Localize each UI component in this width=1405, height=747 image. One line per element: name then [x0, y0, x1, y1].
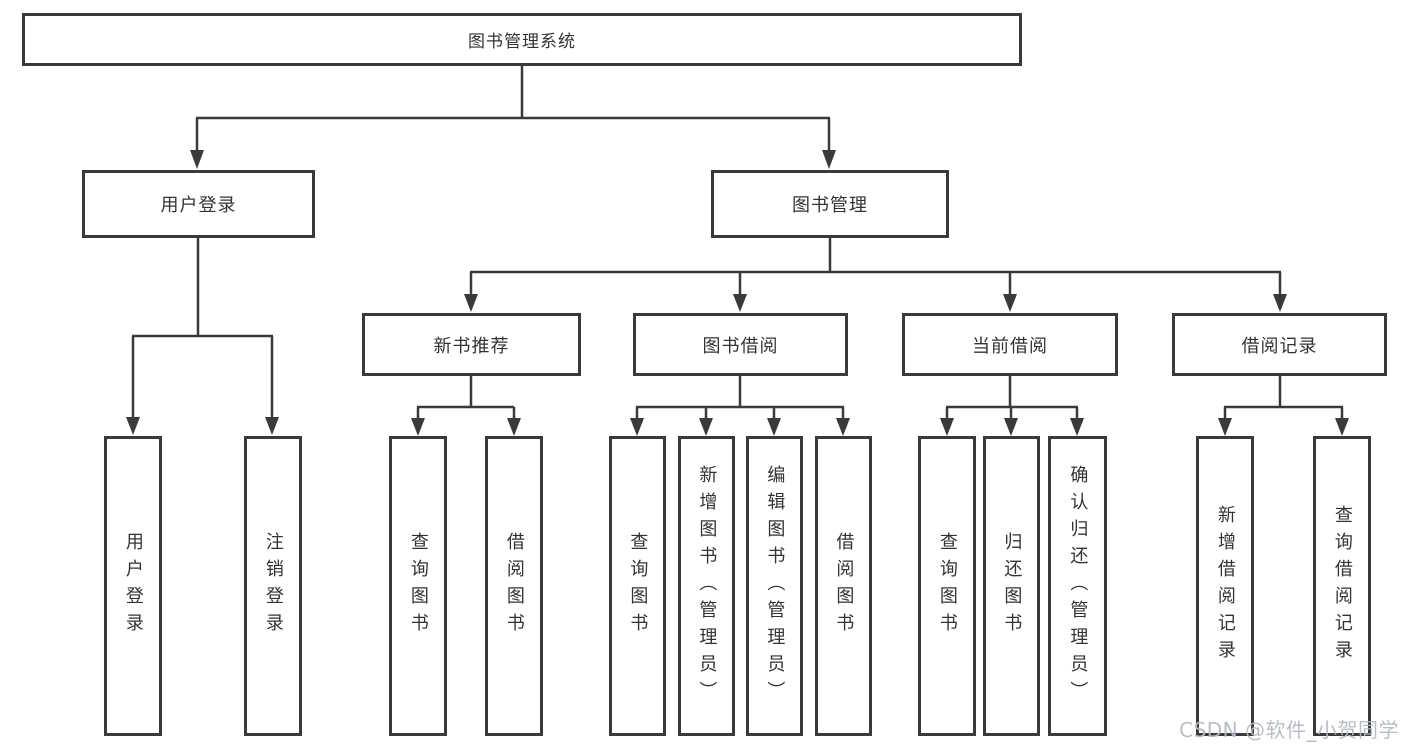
leaf-label: 新增图书（管理员） — [696, 464, 718, 708]
node-current-borrow: 当前借阅 — [902, 313, 1118, 376]
leaf-recommend-borrow-books: 借阅图书 — [485, 436, 543, 736]
leaf-label: 新增借阅记录 — [1214, 505, 1236, 667]
leaf-label: 查询借阅记录 — [1331, 505, 1353, 667]
node-book-borrow: 图书借阅 — [633, 313, 848, 376]
leaf-return-books: 归还图书 — [983, 436, 1040, 736]
connector-book-borrow-group — [630, 376, 850, 436]
leaf-label: 编辑图书（管理员） — [764, 464, 786, 708]
leaf-confirm-return-admin: 确认归还（管理员） — [1048, 436, 1107, 736]
node-user-login: 用户登录 — [82, 170, 315, 238]
leaf-label: 借阅图书 — [503, 532, 525, 640]
connector-book-management-branch — [464, 238, 1287, 312]
leaf-label: 注销登录 — [262, 532, 284, 640]
leaf-borrow-query-books: 查询图书 — [609, 436, 666, 736]
leaf-user-login: 用户登录 — [104, 436, 162, 736]
csdn-watermark: CSDN @软件_小贺同学 — [1179, 718, 1399, 742]
leaf-add-borrow-record: 新增借阅记录 — [1196, 436, 1254, 736]
node-borrow-records: 借阅记录 — [1172, 313, 1387, 376]
node-new-book-recommend: 新书推荐 — [362, 313, 581, 376]
leaf-label: 用户登录 — [122, 532, 144, 640]
node-root-library-management-system: 图书管理系统 — [22, 13, 1022, 66]
leaf-recommend-query-books: 查询图书 — [389, 436, 447, 736]
node-book-management: 图书管理 — [711, 170, 949, 238]
leaf-label: 归还图书 — [1001, 532, 1023, 640]
connector-borrow-records-group — [1218, 376, 1349, 436]
leaf-edit-books-admin: 编辑图书（管理员） — [746, 436, 803, 736]
leaf-label: 查询图书 — [936, 532, 958, 640]
leaf-label: 查询图书 — [407, 532, 429, 640]
leaf-add-books-admin: 新增图书（管理员） — [678, 436, 735, 736]
leaf-borrow-borrow-books: 借阅图书 — [815, 436, 872, 736]
connector-current-borrow-group — [940, 376, 1084, 436]
connector-root-to-level2 — [190, 66, 836, 169]
leaf-label: 借阅图书 — [833, 532, 855, 640]
leaf-logout-login: 注销登录 — [244, 436, 302, 736]
leaf-label: 确认归还（管理员） — [1067, 464, 1089, 708]
leaf-label: 查询图书 — [627, 532, 649, 640]
connector-user-login-branch — [126, 238, 279, 435]
connector-new-book-recommend-group — [411, 376, 521, 436]
leaf-query-borrow-record: 查询借阅记录 — [1313, 436, 1371, 736]
leaf-current-query-books: 查询图书 — [918, 436, 976, 736]
